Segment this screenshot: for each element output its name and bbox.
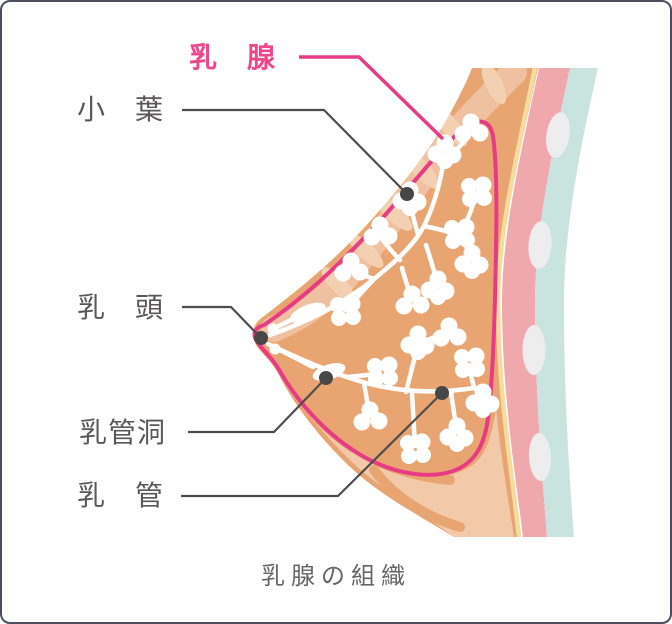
leader-line-nipple (182, 305, 262, 339)
fat-fold-lines (315, 415, 465, 532)
lobule-cluster (395, 285, 430, 315)
lobule-cluster (330, 295, 361, 326)
leader-line-mammary-gland (299, 55, 445, 141)
rib-icon (528, 221, 552, 269)
lobule-cluster (432, 317, 467, 347)
lobule-cluster (454, 347, 485, 378)
label-milk-duct: 乳 管 (77, 479, 165, 512)
duct-tree (265, 113, 500, 464)
lobule-cluster (444, 218, 475, 249)
nipple-duct-opening (267, 323, 279, 335)
nipple-duct-opening (269, 343, 281, 355)
lobule-cluster (363, 216, 398, 246)
leader-line-milk-duct (181, 392, 443, 498)
chest-wall-layers (502, 68, 598, 537)
rib-icon (546, 112, 570, 158)
lobule-cluster (400, 325, 435, 360)
muscle-layer (502, 68, 570, 537)
fascia-line (495, 67, 538, 538)
lobule-cluster (334, 252, 369, 282)
leader-lines (181, 55, 449, 498)
label-mammary-gland: 乳 腺 (189, 41, 277, 74)
lobule-cluster (367, 356, 398, 387)
lobule-cluster (400, 433, 431, 464)
marker-dot-milk-duct (435, 386, 449, 400)
ribcage-band (535, 68, 598, 537)
marker-dot-lobule (400, 187, 414, 201)
ribs (522, 112, 570, 481)
rib-icon (528, 433, 552, 481)
marker-dot-nipple (254, 331, 268, 345)
lactiferous-sinus (290, 302, 326, 324)
rib-icon (522, 325, 546, 375)
lobule-cluster (439, 417, 474, 452)
lobule-cluster (465, 383, 500, 418)
label-nipple: 乳 頭 (77, 291, 165, 324)
leader-line-lobule (182, 108, 408, 195)
subcutaneous-fat (279, 374, 514, 537)
lobule-cluster (353, 401, 388, 431)
figure-title: 乳腺の組織 (261, 562, 411, 590)
marker-dot-lactiferous-sinus (319, 371, 333, 385)
label-lobule: 小 葉 (77, 93, 165, 126)
label-lactiferous-sinus: 乳管洞 (79, 416, 167, 449)
lobule-cluster (461, 176, 492, 207)
lobule-clusters (330, 113, 500, 464)
lobule-cluster (420, 270, 455, 305)
mammary-gland-outline (252, 119, 499, 477)
lobule-cluster (454, 244, 489, 279)
leader-line-lactiferous-sinus (188, 377, 327, 434)
lobule-cluster (454, 113, 489, 143)
